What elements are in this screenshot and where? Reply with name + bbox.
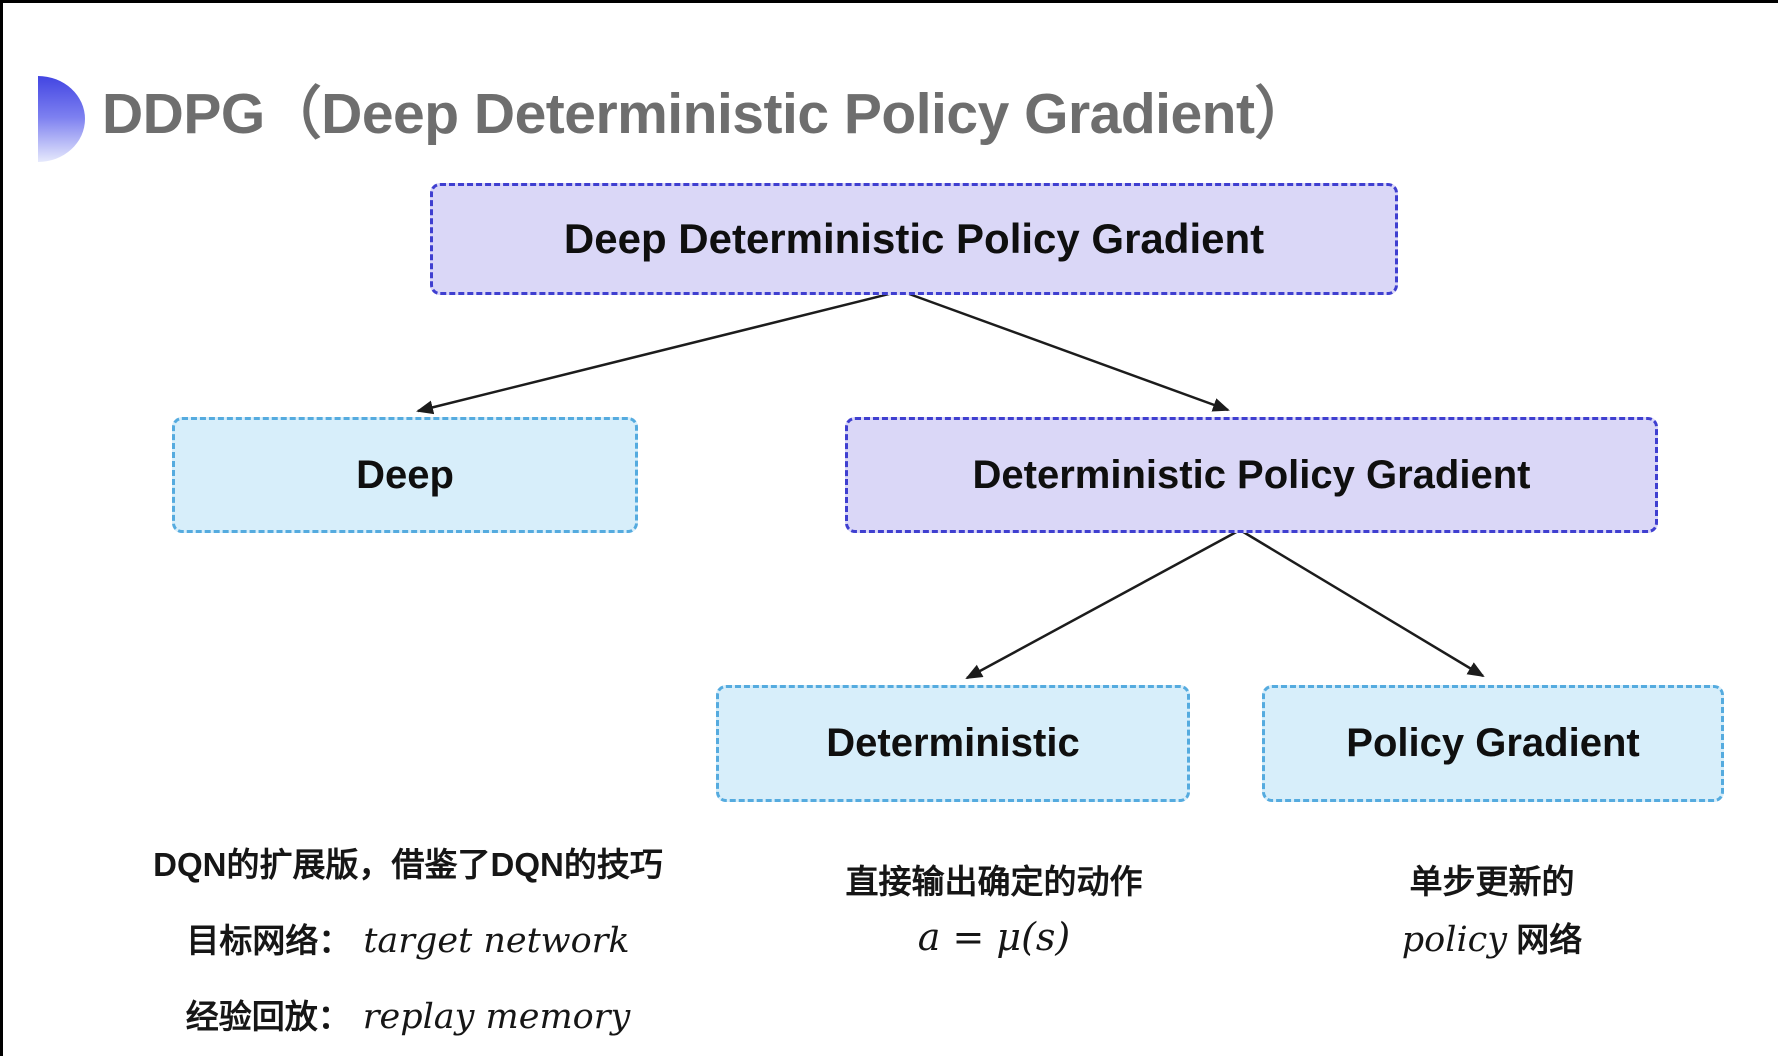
note-deep-line1: DQN的扩展版，借鉴了DQN的技巧 bbox=[153, 846, 663, 883]
title-bullet-icon bbox=[38, 76, 85, 162]
replay-memory-term: replay memory bbox=[362, 997, 631, 1037]
node-policy-gradient: Policy Gradient bbox=[1262, 685, 1724, 802]
node-dpg: Deterministic Policy Gradient bbox=[845, 417, 1658, 533]
note-deep-line2: 目标网络： target network bbox=[118, 914, 698, 962]
note-deterministic-formula: a = μ(s) bbox=[917, 915, 1071, 959]
node-deterministic: Deterministic bbox=[716, 685, 1190, 802]
page-title: DDPG（Deep Deterministic Policy Gradient） bbox=[102, 82, 1311, 146]
screen-edge-top bbox=[0, 0, 1778, 3]
replay-memory-label: 经验回放： bbox=[185, 998, 351, 1035]
node-deep: Deep bbox=[172, 417, 638, 533]
note-policy-gradient: 单步更新的 policy 网络 bbox=[1296, 855, 1688, 971]
note-deep: DQN的扩展版，借鉴了DQN的技巧 目标网络： target network 经验… bbox=[118, 838, 698, 1056]
note-policy-line1: 单步更新的 bbox=[1409, 863, 1575, 900]
screen-edge-left bbox=[0, 0, 3, 1056]
note-deterministic-line1: 直接输出确定的动作 bbox=[845, 863, 1143, 900]
node-root: Deep Deterministic Policy Gradient bbox=[430, 183, 1398, 295]
note-policy-line2: policy 网络 bbox=[1296, 913, 1688, 961]
target-network-term: target network bbox=[363, 921, 630, 961]
target-network-label: 目标网络： bbox=[186, 922, 352, 959]
network-word: 网络 bbox=[1516, 921, 1583, 958]
note-deterministic: 直接输出确定的动作 a = μ(s) bbox=[798, 855, 1190, 971]
policy-word: policy bbox=[1401, 920, 1508, 960]
note-deep-line3: 经验回放： replay memory bbox=[118, 990, 698, 1038]
